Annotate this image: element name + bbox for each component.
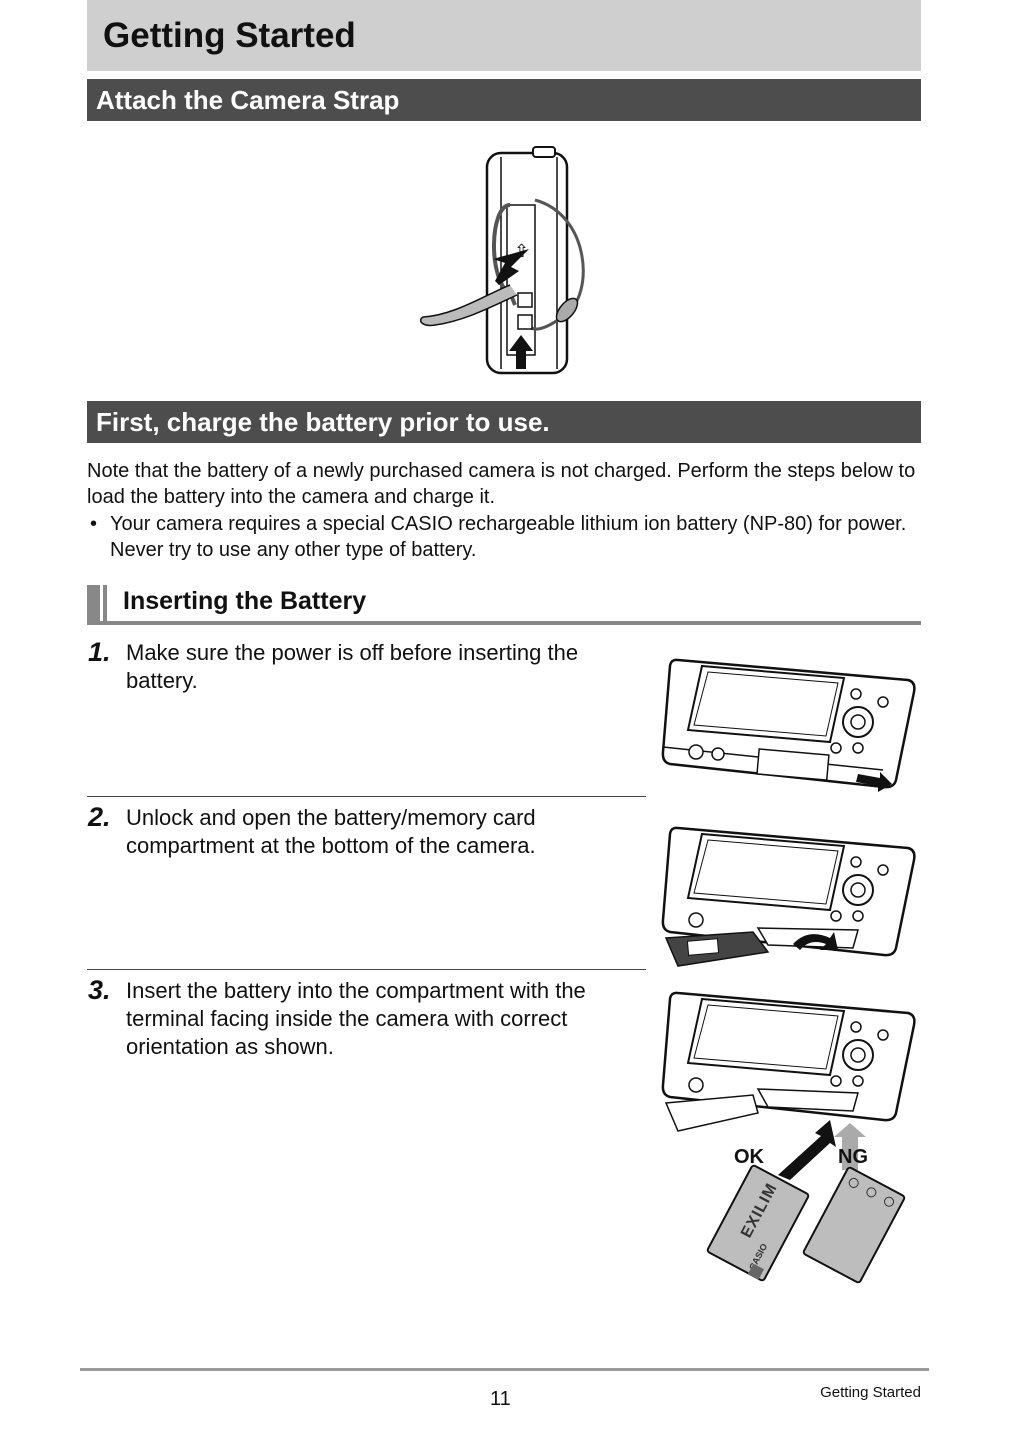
page-title: Getting Started	[103, 16, 356, 55]
step-3-text: Insert the battery into the compartment …	[126, 978, 586, 1059]
step-3-number: 3.	[88, 975, 111, 1005]
ng-label: NG	[838, 1146, 868, 1168]
battery-wrong-orientation	[801, 1165, 907, 1285]
page-title-bar: Getting Started	[87, 0, 921, 71]
camera-open-compartment-illustration	[661, 826, 916, 967]
subsection-marker	[87, 585, 100, 622]
camera-strap-illustration: ⇪	[419, 146, 585, 375]
page-number: 11	[490, 1388, 511, 1410]
subsection-underline	[87, 621, 921, 625]
battery-contact-icon	[882, 1194, 896, 1209]
step-divider-1	[87, 796, 646, 797]
battery-contact-icon	[846, 1176, 861, 1190]
battery-contact-icon	[864, 1185, 879, 1200]
insert-direction-arrows	[778, 1120, 866, 1180]
step-1-text: Make sure the power is off before insert…	[126, 640, 579, 693]
camera-power-off-illustration	[661, 658, 916, 792]
section-header-charge: First, charge the battery prior to use.	[87, 401, 921, 443]
bullet-text: Your camera requires a special CASIO rec…	[110, 513, 907, 561]
step-2-text: Unlock and open the battery/memory card …	[126, 805, 536, 858]
step-1-number: 1.	[88, 637, 111, 667]
battery-brand-text: EXILIM	[738, 1180, 781, 1241]
section-header-strap: Attach the Camera Strap	[87, 79, 921, 121]
battery-correct-orientation: EXILIM CASIO	[705, 1163, 811, 1283]
footer-section-name: Getting Started	[820, 1384, 921, 1401]
subsection-title: Inserting the Battery	[123, 587, 367, 615]
section-title-charge: First, charge the battery prior to use.	[96, 407, 550, 437]
section-title-strap: Attach the Camera Strap	[96, 85, 400, 115]
camera-insert-battery-illustration	[661, 991, 916, 1132]
subsection-marker-thin	[103, 585, 107, 622]
footer-rule	[80, 1368, 929, 1371]
step-divider-2	[87, 969, 646, 970]
ok-label: OK	[734, 1146, 764, 1168]
bullet-symbol: •	[90, 513, 98, 535]
step-2-number: 2.	[88, 802, 111, 832]
subsection-header-inserting: Inserting the Battery	[87, 585, 921, 625]
charge-note: Note that the battery of a newly purchas…	[87, 460, 916, 508]
